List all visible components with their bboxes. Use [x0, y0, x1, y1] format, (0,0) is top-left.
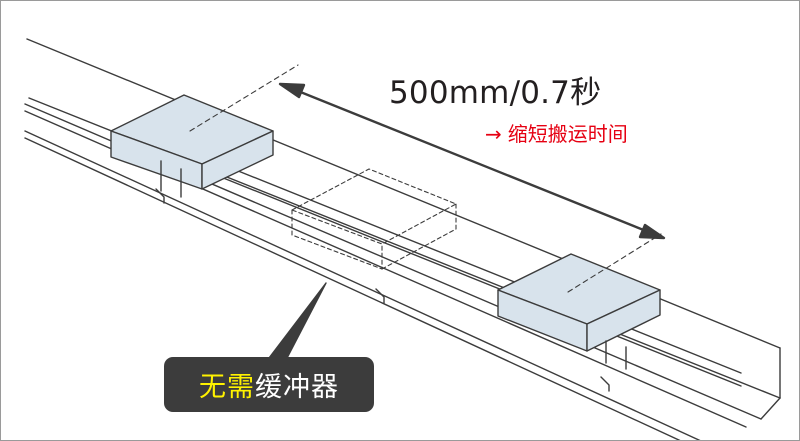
carrier-ghost	[291, 168, 457, 270]
transfer-speed-label: 500mm/0.7秒	[389, 75, 602, 111]
carrier-right	[497, 253, 661, 370]
right-arrow-icon: →	[485, 122, 502, 146]
benefit-text: 缩短搬运时间	[507, 122, 628, 146]
callout-highlight: 无需	[199, 372, 255, 403]
center-guides	[189, 64, 662, 293]
benefit-label: →缩短搬运时间	[485, 118, 628, 147]
callout-pointer	[268, 282, 327, 359]
travel-arrow	[278, 82, 666, 240]
no-buffer-callout: 无需缓冲器	[164, 357, 374, 412]
slide-strip	[200, 155, 742, 387]
callout-text: 缓冲器	[255, 372, 339, 403]
